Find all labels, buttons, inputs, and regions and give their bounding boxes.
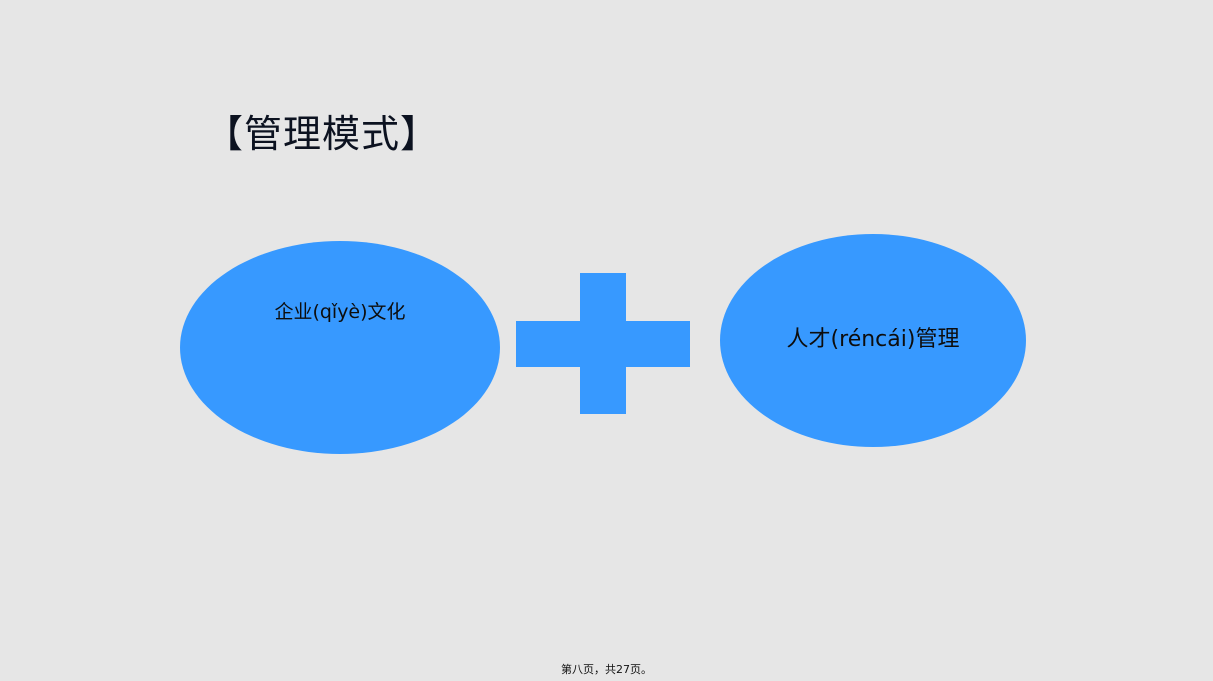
corporate-culture-ellipse: 企业(qǐyè)文化: [180, 241, 500, 454]
slide-title: 【管理模式】: [205, 112, 440, 156]
corporate-culture-label: 企业(qǐyè)文化: [274, 301, 406, 323]
page-footer: 第八页，共27页。: [561, 663, 652, 676]
talent-management-ellipse: 人才(réncái)管理: [720, 234, 1026, 447]
plus-icon: [516, 273, 690, 414]
talent-management-label: 人才(réncái)管理: [786, 327, 960, 352]
plus-vertical-bar: [580, 273, 626, 414]
